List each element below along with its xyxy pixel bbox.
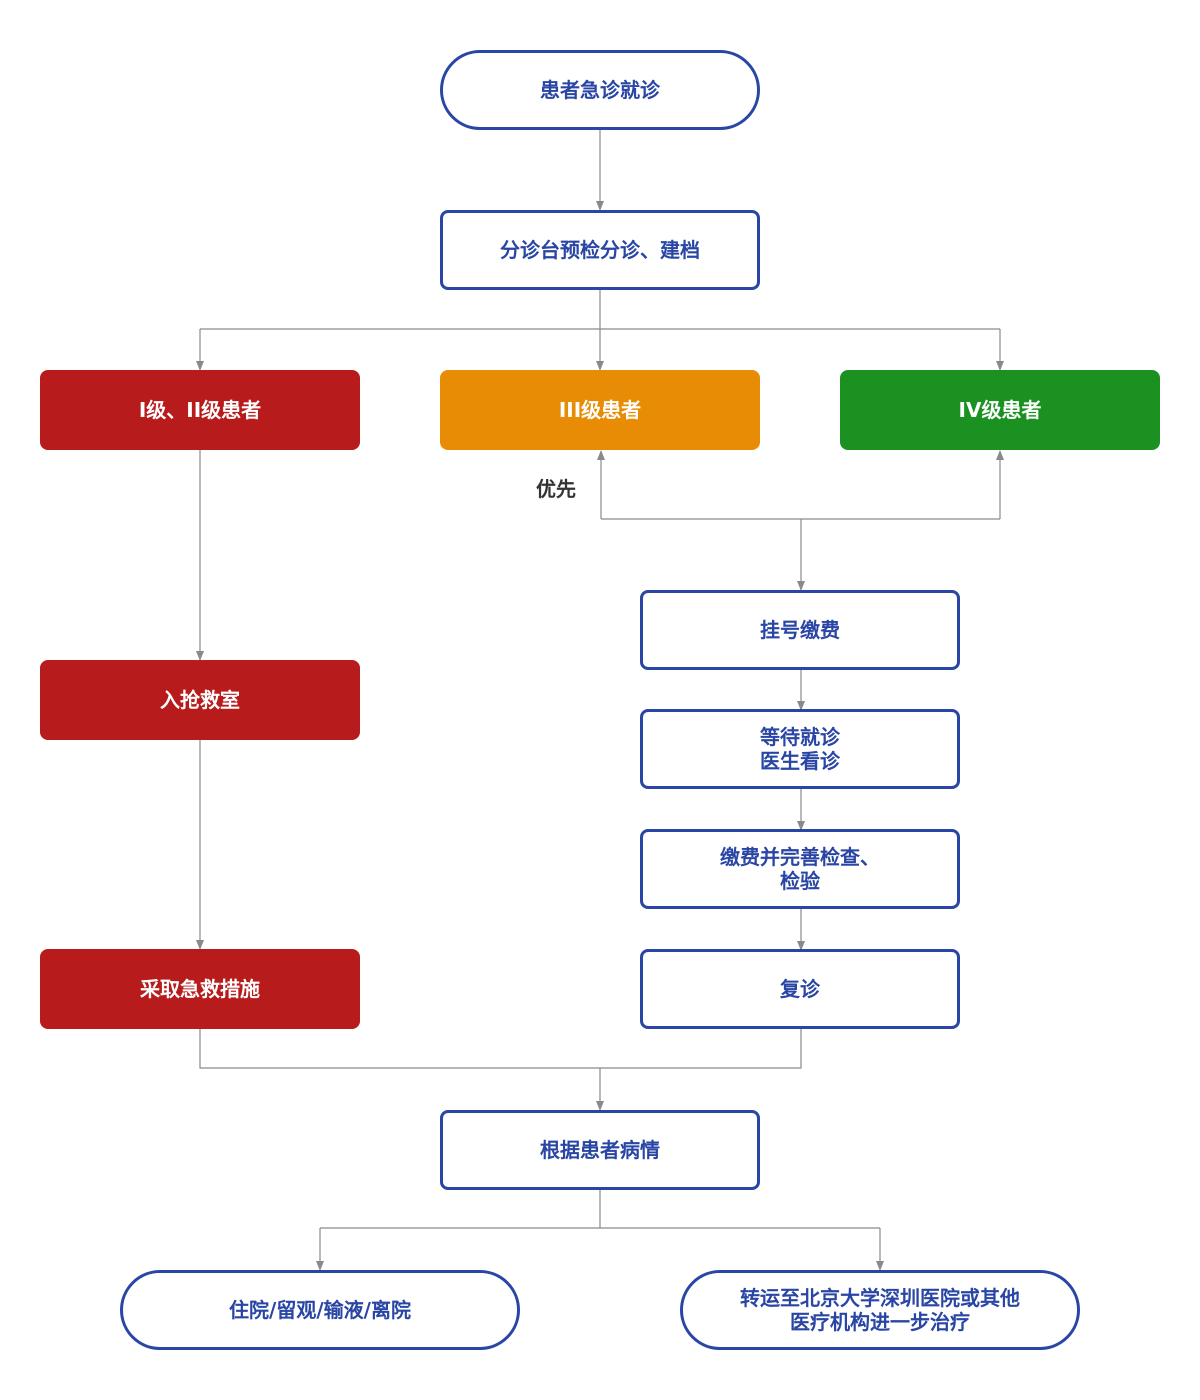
node-outcome-local: 住院/留观/输液/离院: [120, 1270, 520, 1350]
node-start: 患者急诊就诊: [440, 50, 760, 130]
node-emergency-measures: 采取急救措施: [40, 949, 360, 1029]
node-level-1-2: I级、II级患者: [40, 370, 360, 450]
node-follow-up: 复诊: [640, 949, 960, 1029]
node-rescue-room: 入抢救室: [40, 660, 360, 740]
node-triage: 分诊台预检分诊、建档: [440, 210, 760, 290]
connector-condition-branch: [320, 1190, 880, 1229]
connector-merge: [199, 1029, 802, 1110]
node-outcome-transfer: 转运至北京大学深圳医院或其他 医疗机构进一步治疗: [680, 1270, 1080, 1350]
node-pay-exams: 缴费并完善检查、 检验: [640, 829, 960, 909]
node-by-condition: 根据患者病情: [440, 1110, 760, 1190]
edge-label-priority: 优先: [536, 477, 576, 501]
node-wait-consult: 等待就诊 医生看诊: [640, 709, 960, 789]
node-level-3: III级患者: [440, 370, 760, 450]
node-level-4: IV级患者: [840, 370, 1160, 450]
connector-triage-branch: [200, 290, 1000, 330]
node-register-pay: 挂号缴费: [640, 590, 960, 670]
